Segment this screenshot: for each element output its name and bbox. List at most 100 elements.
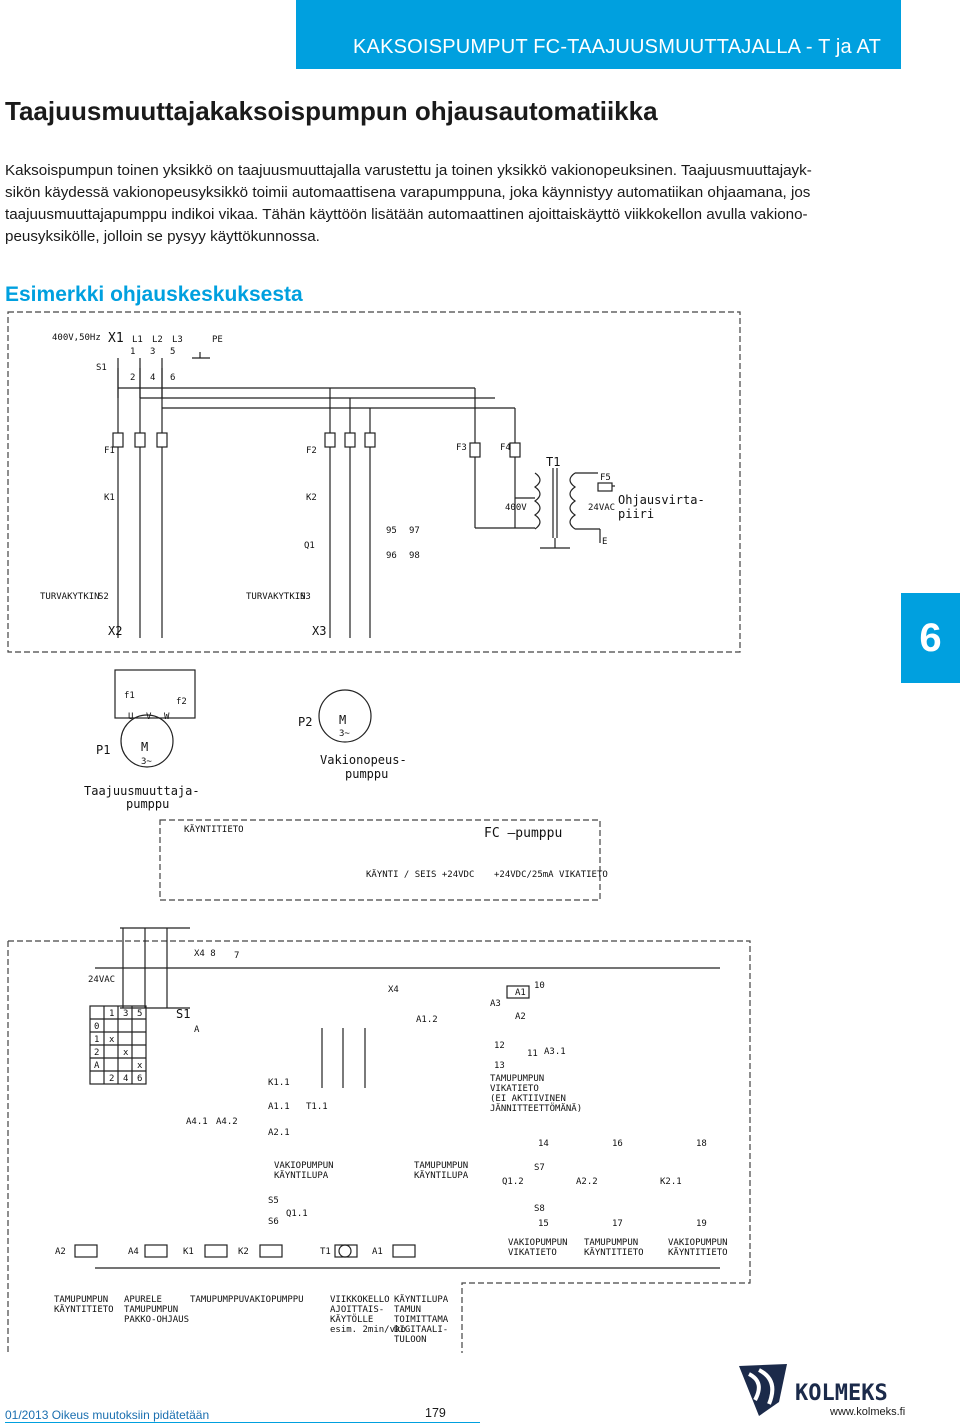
- c97: 97: [409, 526, 420, 536]
- coil-a4: A4: [128, 1247, 139, 1257]
- bottom-label-1a: TAMUPUMPUN: [54, 1295, 108, 1305]
- bottom-label-5b: AJOITTAIS-: [330, 1305, 384, 1315]
- fc-box-title: FC —pumppu: [484, 826, 562, 841]
- term-14: 14: [538, 1139, 549, 1149]
- fc-fault-1: TAMUPUMPUN: [490, 1074, 544, 1084]
- out-fc-run-1: TAMUPUMPUN: [584, 1238, 638, 1248]
- r21-label: A2.1: [268, 1128, 290, 1138]
- coil-k2: K2: [238, 1247, 249, 1257]
- fc-fault-3: (EI AKTIIVINEN: [490, 1094, 566, 1104]
- term-1: 1: [130, 347, 135, 357]
- term-11: 11: [527, 1049, 538, 1059]
- s7-label: S7: [534, 1163, 545, 1173]
- table-cell: 0: [94, 1022, 99, 1032]
- v-label: V: [146, 712, 152, 722]
- fc-enable-1: TAMUPUMPUN: [414, 1161, 468, 1171]
- bottom-label-2b: TAMUPUMPUN: [124, 1305, 178, 1315]
- bottom-label-2c: PAKKO-OHJAUS: [124, 1315, 189, 1325]
- c95: 95: [386, 526, 397, 536]
- q12-label: Q1.2: [502, 1177, 524, 1187]
- fc-pump-line1: Taajuusmuuttaja-: [84, 784, 200, 798]
- table-cell: 3: [123, 1009, 128, 1019]
- v24-control: 24VAC: [88, 975, 115, 985]
- coil-k1: K1: [183, 1247, 194, 1257]
- intro-line: peusyksikölle, jolloin se pysyy käyttöku…: [5, 228, 320, 245]
- chapter-tab: 6: [901, 593, 960, 683]
- out-fc-run-2: KÄYNTITIETO: [584, 1247, 644, 1258]
- bottom-label-1b: KÄYNTITIETO: [54, 1304, 114, 1315]
- intro-line: Kaksoispumpun toinen yksikkö on taajuusm…: [5, 162, 812, 179]
- fixed-enable-1: VAKIOPUMPUN: [274, 1161, 334, 1171]
- s5-label: S5: [268, 1196, 279, 1206]
- f1l-label: f1: [124, 691, 135, 701]
- bottom-label-6d: DIGITAALI-: [394, 1325, 448, 1335]
- term-6: 6: [170, 373, 175, 383]
- intro-line: taajuusmuuttajapumppu indikoi vikaa. Täh…: [5, 206, 808, 223]
- supply-label: 400V,50Hz: [52, 333, 101, 343]
- term-13: 13: [494, 1061, 505, 1071]
- x1-label: X1: [108, 331, 124, 346]
- out-fixed-run-2: KÄYNTITIETO: [668, 1247, 728, 1258]
- term-12: 12: [494, 1041, 505, 1051]
- c96: 96: [386, 551, 397, 561]
- term-10: 10: [534, 981, 545, 991]
- t1-label: T1: [546, 455, 560, 469]
- table-cell: 5: [137, 1009, 142, 1019]
- a2-coil-label: A2: [515, 1012, 526, 1022]
- term-7: 7: [234, 951, 239, 961]
- earth-label: E: [602, 537, 607, 547]
- header-band: KAKSOISPUMPUT FC-TAAJUUSMUUTTAJALLA - T …: [296, 0, 901, 69]
- s1-switch: S1: [176, 1007, 190, 1021]
- start-stop-label: KÄYNTI / SEIS +24VDC: [366, 869, 474, 880]
- coil-t1: T1: [320, 1247, 331, 1257]
- page-title: Taajuusmuuttajakaksoispumpun ohjausautom…: [5, 96, 658, 126]
- table-cell: x: [109, 1035, 115, 1045]
- table-cell: 2: [94, 1048, 99, 1058]
- table-cell: 1: [109, 1009, 114, 1019]
- v400-label: 400V: [505, 503, 527, 513]
- fixed-pump-line2: pumppu: [345, 767, 388, 781]
- v24-label: 24VAC: [588, 503, 615, 513]
- f5-label: F5: [600, 473, 611, 483]
- page-number: 179: [425, 1406, 446, 1420]
- safety-switch-2: TURVAKYTKIN: [246, 592, 306, 602]
- a42-label: A4.2: [216, 1117, 238, 1127]
- bottom-label-2a: APURELE: [124, 1295, 162, 1305]
- c98: 98: [409, 551, 420, 561]
- a31-label: A3.1: [544, 1047, 566, 1057]
- r11-label: A1.1: [268, 1102, 290, 1112]
- three-phase-2: 3~: [339, 729, 350, 739]
- bottom-label-5c: KÄYTÖLLE: [330, 1314, 373, 1325]
- motor-m-2: M: [339, 713, 346, 727]
- table-cell: 6: [137, 1074, 142, 1084]
- f4-label: F4: [500, 443, 511, 453]
- f3-label: F3: [456, 443, 467, 453]
- l3-label: L3: [172, 335, 183, 345]
- header-title: KAKSOISPUMPUT FC-TAAJUUSMUUTTAJALLA - T …: [353, 36, 881, 58]
- t11-label: T1.1: [306, 1102, 328, 1112]
- section-heading: Esimerkki ohjauskeskuksesta: [5, 283, 303, 306]
- table-cell: A: [94, 1061, 100, 1071]
- k2-label: K2: [306, 493, 317, 503]
- intro-paragraph: Kaksoispumpun toinen yksikkö on taajuusm…: [5, 160, 897, 248]
- term-19: 19: [696, 1219, 707, 1229]
- fc-pump-line2: pumppu: [126, 797, 169, 811]
- bottom-label-4: VAKIOPUMPPU: [244, 1295, 304, 1305]
- table-cell: 4: [123, 1074, 128, 1084]
- x3-label: X3: [312, 624, 326, 638]
- a3-label: A3: [490, 999, 501, 1009]
- three-phase-1: 3~: [141, 757, 152, 767]
- s1-main-label: S1: [96, 363, 107, 373]
- control-circuit-line2: piiri: [618, 507, 654, 521]
- p2-label: P2: [298, 715, 312, 729]
- q11-label: Q1.1: [286, 1209, 308, 1219]
- a41-label: A4.1: [186, 1117, 208, 1127]
- kolmeks-logo: KOLMEKS: [739, 1364, 888, 1416]
- a12-label: A1.2: [416, 1015, 438, 1025]
- fault-info-label: +24VDC/25mA VIKATIETO: [494, 870, 608, 880]
- term-4: 4: [150, 373, 155, 383]
- coil-a2: A2: [55, 1247, 66, 1257]
- term-5: 5: [170, 347, 175, 357]
- fixed-enable-2: KÄYNTILUPA: [274, 1170, 329, 1181]
- safety-switch-1: TURVAKYTKIN: [40, 592, 100, 602]
